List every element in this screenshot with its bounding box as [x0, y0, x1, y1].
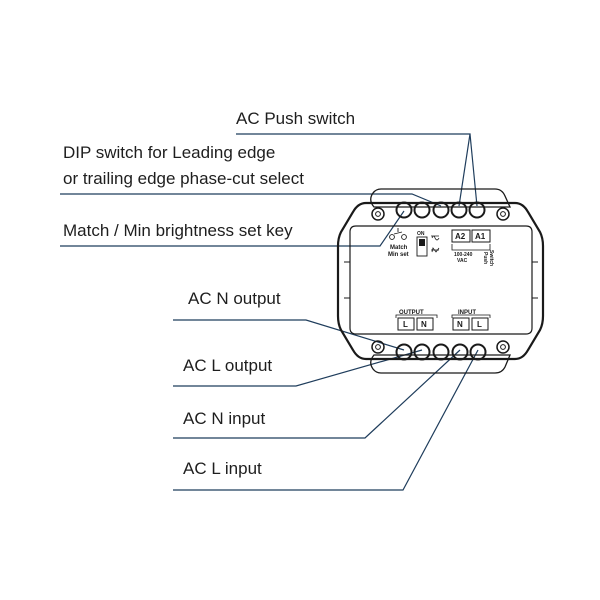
output-terminal-l-box [397, 317, 415, 331]
a1-box [471, 229, 491, 243]
device-left-notch [344, 261, 350, 299]
voltage-line1: 100-240 [454, 252, 473, 258]
input-terminal-n: N [457, 320, 463, 329]
mount-screw-top-right [496, 207, 510, 221]
leader-match-key [60, 210, 405, 247]
leader-dip-switch [60, 193, 442, 207]
bottom-terminal-3 [432, 343, 450, 361]
top-terminal-4 [450, 201, 468, 219]
dip-on-label: ON [417, 231, 425, 237]
label-ac-push-switch: AC Push switch [236, 109, 355, 128]
input-label: INPUT [458, 310, 476, 316]
bottom-terminal-1 [395, 343, 413, 361]
leader-ac-n-output [173, 319, 405, 351]
top-terminal-2 [413, 201, 431, 219]
top-terminal-3 [432, 201, 450, 219]
label-dip-switch-line1: DIP switch for Leading edge [63, 143, 275, 162]
label-ac-l-output: AC L output [183, 356, 272, 375]
bottom-terminal-2 [413, 343, 431, 361]
label-ac-l-input: AC L input [183, 459, 262, 478]
leader-ac-l-input [173, 349, 479, 491]
label-ac-n-input: AC N input [183, 409, 265, 428]
input-terminal-l: L [477, 320, 482, 329]
mount-screw-top-left [371, 207, 385, 221]
output-bracket [395, 314, 438, 318]
label-match-key: Match / Min brightness set key [63, 221, 293, 240]
mount-screw-bottom-right [496, 340, 510, 354]
a2-box [451, 229, 471, 243]
output-terminal-n-box [416, 317, 434, 331]
push-label-line1: Push [482, 252, 488, 264]
match-key-symbol [389, 228, 407, 240]
bottom-terminal-4 [451, 343, 469, 361]
top-terminal-5 [468, 201, 486, 219]
input-terminal-l-box [471, 317, 489, 331]
output-terminal-n: N [421, 320, 427, 329]
label-ac-n-output: AC N output [188, 289, 281, 308]
device-right-notch [532, 261, 538, 299]
top-terminal-1 [395, 201, 413, 219]
label-dip-switch-line2: or trailing edge phase-cut select [63, 169, 304, 188]
a2-label: A2 [455, 232, 466, 241]
a1-label: A1 [475, 232, 486, 241]
leader-ac-n-input [173, 349, 461, 439]
device-outer-body [336, 201, 545, 361]
match-label: Match [390, 245, 408, 251]
device-bottom-flange [370, 354, 511, 374]
min-set-label: Min set [388, 252, 409, 258]
a-box-bracket [451, 244, 491, 251]
device-module: Match Min set ON A2 A1 100-240 VAC Push … [336, 188, 545, 374]
leader-ac-l-output [173, 349, 423, 387]
top-terminal-row [395, 201, 486, 219]
mount-screw-bottom-left [371, 340, 385, 354]
input-terminal-n-box [452, 317, 470, 331]
leader-push-switch-2 [469, 133, 478, 207]
bottom-terminal-row [395, 343, 487, 361]
dip-switch [416, 235, 440, 257]
device-inner-panel [349, 225, 533, 335]
output-label: OUTPUT [399, 310, 424, 316]
device-top-flange [370, 188, 512, 208]
bottom-terminal-5 [469, 343, 487, 361]
output-terminal-l: L [403, 320, 408, 329]
input-bracket [451, 314, 491, 318]
leader-lines [60, 133, 479, 491]
push-label-line2: Switch [488, 250, 494, 266]
voltage-line2: VAC [457, 258, 468, 264]
